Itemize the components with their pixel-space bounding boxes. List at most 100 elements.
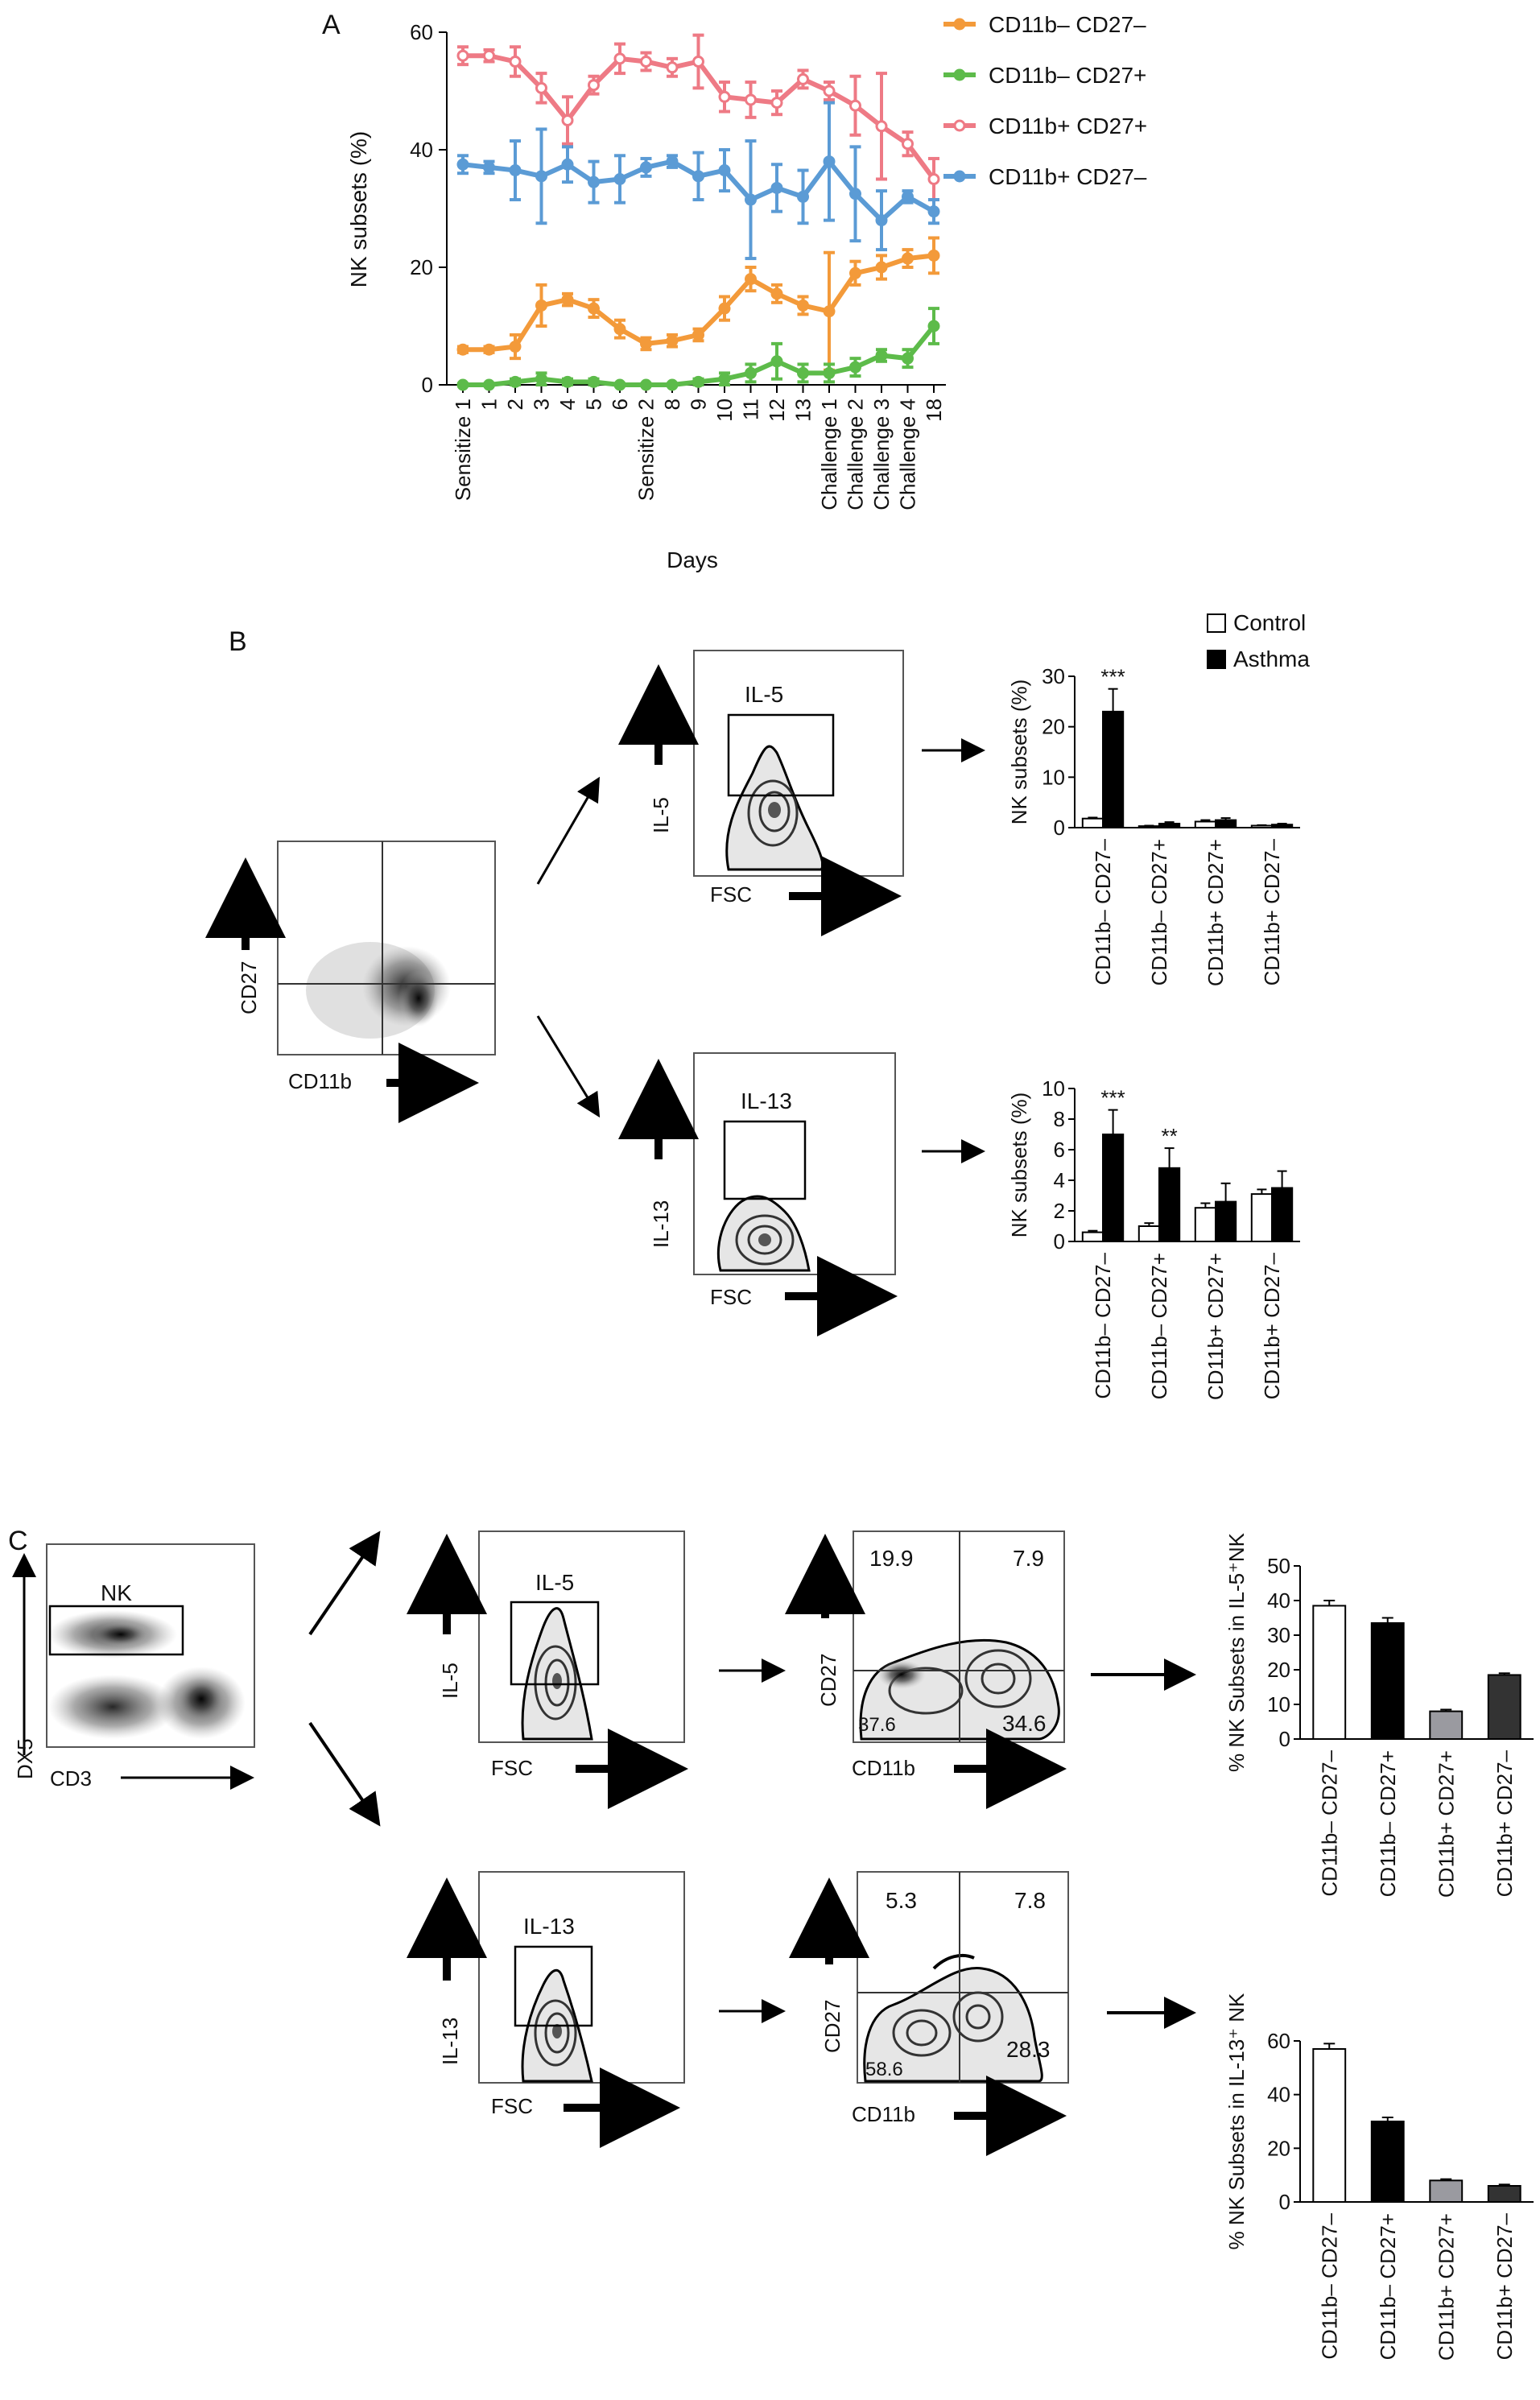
bar-control [1194,820,1217,828]
axis-label-cd11b: CD11b [288,1069,352,1093]
chart-a-ytick-label: 40 [410,138,433,162]
chart-a-point [666,155,679,168]
arrow-b-to-il5 [536,776,601,885]
bar-ytick-label: 20 [1267,1658,1290,1682]
chart-a-xtick-label: 8 [660,399,684,410]
axis-label-c-cd27: CD27 [816,1654,840,1707]
bar-significance: ** [1161,1124,1177,1148]
axis-label-fsc-2: FSC [710,1285,752,1309]
panel-label-a: A [322,10,341,40]
chart-a-series [456,236,940,372]
chart-a-xtick-label: Challenge 4 [896,399,920,510]
chart-a-point [509,164,522,177]
quad-c-il13-ll: 58.6 [865,2059,903,2080]
chart-a-xtick-label: 10 [712,399,737,422]
chart-a-xtick-label: Challenge 2 [844,399,868,510]
chart-a-point [456,378,469,391]
chart-a-point [927,320,940,333]
bar-ytick-label: 4 [1054,1168,1065,1192]
bar-ytick-label: 50 [1267,1554,1290,1578]
axis-label-il13: IL-13 [649,1200,673,1248]
quad-c-il13-lr: 28.3 [1006,2037,1051,2062]
chart-a-point [902,352,914,365]
flow-plot-c-il5-fsc: IL-5 IL-5 FSC [407,1530,688,1809]
chart-b-legend: Control Asthma [1207,610,1310,671]
bar-asthma [1158,1167,1181,1243]
quad-c-il5-ll: 37.6 [858,1714,896,1736]
chart-a-point [797,72,809,85]
bar-category-label: CD11b+ CD27+ [1434,2213,1458,2361]
bar-category-label: CD11b– CD27+ [1147,839,1171,985]
bar-ytick-label: 10 [1267,1692,1290,1716]
chart-a-legend-label: CD11b+ CD27+ [989,114,1147,138]
chart-a-point [770,97,783,109]
bar-control [1081,817,1104,828]
chart-a-point [718,90,731,103]
chart-a-point [875,349,888,361]
chart-a-point [849,266,861,279]
chart-a-point [483,378,495,391]
gate-label-il13: IL-13 [741,1088,792,1113]
bar [1370,2121,1405,2203]
bar-ytick-label: 6 [1054,1138,1065,1162]
chart-a-point [456,343,469,356]
chart-a-xtick-label: 1 [477,399,502,410]
chart-a-point [483,343,495,356]
chart-a-point [640,378,652,391]
chart-a-point [640,161,652,174]
chart-a-legend-marker [953,119,966,132]
chart-a-point [745,366,757,379]
chart-a-point [823,85,836,97]
chart-a-legend: CD11b– CD27–CD11b– CD27+CD11b+ CD27+CD11… [943,12,1147,189]
bar-category-label: CD11b– CD27– [1091,838,1115,985]
chart-a-xtick-label: 11 [739,399,763,420]
chart-a-point [535,373,547,386]
chart-a-point [823,155,836,168]
chart-a-point [666,334,679,347]
chart-a-xtick-label: 3 [530,399,554,410]
legend-label-control: Control [1233,610,1306,635]
chart-a-point [770,181,783,194]
quad-c-il5-ul: 19.9 [869,1546,914,1571]
chart-a-point [561,293,574,306]
chart-a-point [692,170,704,183]
bar-ylabel: % NK Subsets in IL-13⁺ NK [1224,1993,1249,2249]
chart-a-ytick-label: 60 [410,20,433,44]
bar-category-label: CD11b– CD27+ [1376,2213,1400,2360]
axis-label-c-cd11b-2: CD11b [852,2102,915,2126]
chart-a-point [535,299,547,312]
axis-label-c-fsc: FSC [491,1756,533,1780]
chart-a-point [509,375,522,388]
chart-a-point [456,49,469,62]
chart-a-point [561,158,574,171]
chart-a-point [797,299,809,312]
chart-a-xtick-label: 12 [765,399,789,422]
chart-a-point [849,361,861,374]
bar-category-label: CD11b+ CD27+ [1434,1750,1458,1898]
arrow-c-to-il13 [308,1721,381,1827]
quad-c-il5-ur: 7.9 [1013,1546,1044,1571]
chart-a-point [535,81,547,94]
bar-ytick-label: 40 [1267,2083,1290,2107]
legend-swatch-control [1207,613,1226,633]
axis-label-dx5: DX5 [13,1738,37,1779]
chart-a-point [823,366,836,379]
bar [1429,1710,1464,1741]
bar-ytick-label: 10 [1042,1076,1065,1101]
chart-a-point [613,323,626,336]
chart-a-xtick-label: Sensitize 1 [451,399,475,501]
bar-ytick-label: 0 [1054,1229,1065,1254]
chart-a-point [692,328,704,341]
bar [1312,1605,1347,1740]
chart-a-xtick-label: 13 [791,399,815,422]
bar-ytick-label: 20 [1042,715,1065,739]
bar-ytick-label: 2 [1054,1199,1065,1223]
bar-ytick-label: 10 [1042,765,1065,789]
bar [1312,2048,1347,2203]
chart-a-xlabel: Days [667,547,718,572]
chart-a-xtick-label: 6 [608,399,632,410]
flow-plot-c-il13-fsc: IL-13 IL-13 FSC [407,1871,685,2148]
chart-a-ytick-label: 20 [410,255,433,279]
